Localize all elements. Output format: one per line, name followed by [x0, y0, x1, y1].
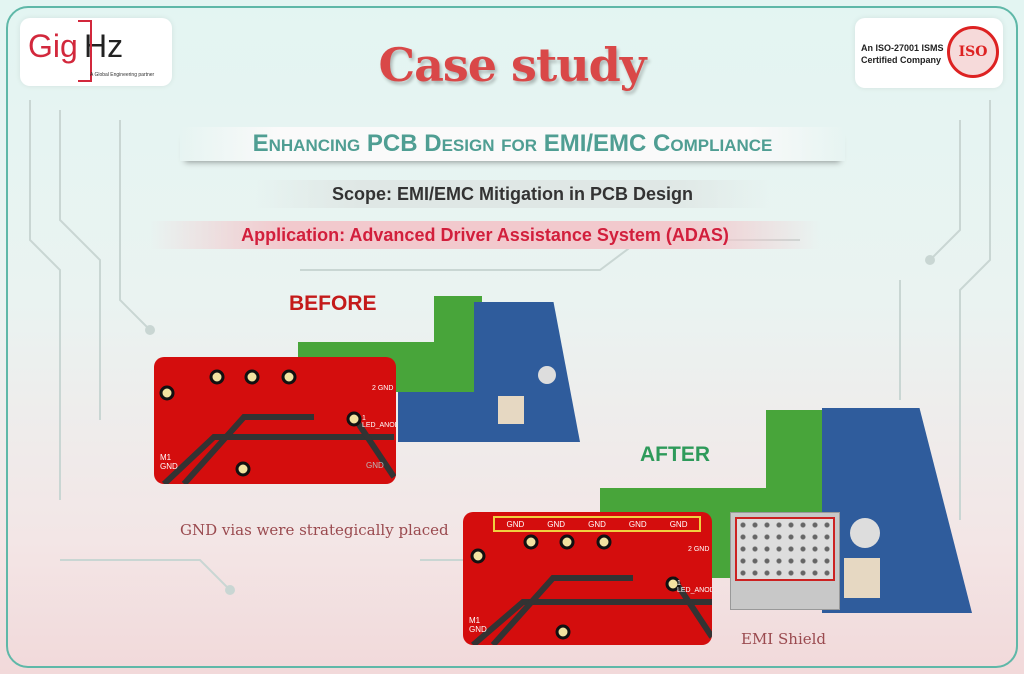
- iso-seal-text: ISO: [958, 44, 988, 60]
- iso-line-2: Certified Company: [861, 55, 942, 65]
- gnd-via-label: GND: [506, 519, 525, 529]
- logo-door-icon: [78, 20, 92, 82]
- gnd-via-label: GND: [588, 519, 606, 529]
- pcb-label: M1 GND: [160, 453, 178, 471]
- gnd-via-label: GND: [669, 519, 688, 529]
- pcb-label: 1 LED_ANODE: [362, 415, 396, 429]
- gnd-via-label: GND: [547, 519, 566, 529]
- logo-text-gig: Gig: [28, 28, 78, 64]
- before-board-image: [298, 296, 898, 456]
- page-title: Case study: [378, 38, 646, 92]
- before-label: BEFORE: [289, 292, 377, 315]
- before-pcb-closeup: 2 GND 1 LED_ANODE M1 GND GND: [154, 357, 396, 484]
- scope-text: Scope: EMI/EMC Mitigation in PCB Design: [255, 180, 770, 208]
- iso-seal-icon: ISO: [947, 26, 999, 78]
- before-caption: GND vias were strategically placed: [180, 521, 449, 539]
- iso-badge: An ISO-27001 ISMS Certified Company ISO: [855, 18, 1003, 88]
- subtitle-banner: Enhancing PCB Design for EMI/EMC Complia…: [180, 127, 845, 161]
- after-label: AFTER: [640, 443, 710, 466]
- iso-line-1: An ISO-27001 ISMS: [861, 43, 944, 53]
- application-text: Application: Advanced Driver Assistance …: [150, 221, 820, 249]
- after-pcb-closeup: GND GND GND GND GND 2 GND 1 LED_ANODE M1…: [463, 512, 712, 645]
- emi-shield-image: [730, 512, 840, 610]
- after-caption: EMI Shield: [741, 630, 827, 648]
- gnd-via-label: GND: [628, 519, 647, 529]
- pcb-label: 1 LED_ANODE: [677, 580, 712, 594]
- pcb-label: GND: [366, 461, 384, 470]
- pcb-label: 2 GND: [372, 385, 394, 392]
- gnd-via-row: GND GND GND GND GND: [493, 516, 701, 532]
- logo-tagline: A Global Engineering partner: [90, 72, 155, 78]
- gighz-logo: Gig Hz A Global Engineering partner: [20, 18, 172, 86]
- pcb-label: 2 GND: [688, 546, 710, 553]
- pcb-label: M1 GND: [469, 616, 487, 634]
- page-frame: [6, 6, 1018, 668]
